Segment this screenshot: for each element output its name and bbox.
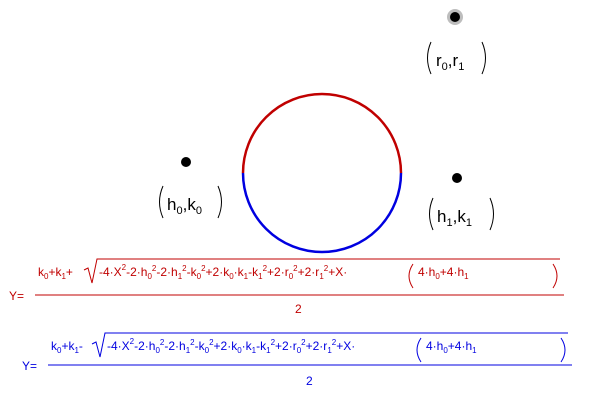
svg-text:-4·X2-2·h02-2·h12-k02+2·k0·k1-: -4·X2-2·h02-2·h12-k02+2·k0·k1-k12+2·r02+… [99, 263, 347, 281]
equation-lower-lhs: Y= [22, 359, 37, 373]
equation-upper-denominator: 2 [295, 302, 302, 316]
svg-text:r0,r1: r0,r1 [436, 51, 464, 73]
svg-text:4·h0+4·h1: 4·h0+4·h1 [426, 339, 477, 355]
circle-upper-arc[interactable] [241, 92, 403, 174]
label-r0-r1: r0,r1 [427, 41, 486, 75]
equation-upper: Y= k0+k1+ -4·X2-2·h02-2·h12-k02+2·k0·k1-… [9, 258, 564, 316]
svg-text:-4·X2-2·h02-2·h12-k02+2·k0·k1-: -4·X2-2·h02-2·h12-k02+2·k0·k1-k12+2·r02+… [107, 337, 355, 355]
svg-text:h1,k1: h1,k1 [437, 207, 472, 229]
equation-lower-numerator: k0+k1- [51, 339, 83, 355]
circle-lower-arc[interactable] [241, 172, 403, 254]
svg-text:h0,k0: h0,k0 [167, 195, 202, 217]
equation-lower: Y= k0+k1- -4·X2-2·h02-2·h12-k02+2·k0·k1-… [22, 332, 572, 388]
label-h1-k1: h1,k1 [429, 197, 494, 231]
equation-upper-numerator: k0+k1+ [38, 265, 73, 281]
label-h0-k0: h0,k0 [159, 185, 222, 219]
equation-lower-denominator: 2 [306, 374, 313, 388]
point-h0-k0[interactable] [181, 157, 191, 167]
point-h1-k1[interactable] [452, 173, 462, 183]
equation-upper-lhs: Y= [9, 289, 24, 303]
point-r0-r1[interactable] [450, 12, 460, 22]
svg-text:4·h0+4·h1: 4·h0+4·h1 [418, 265, 469, 281]
